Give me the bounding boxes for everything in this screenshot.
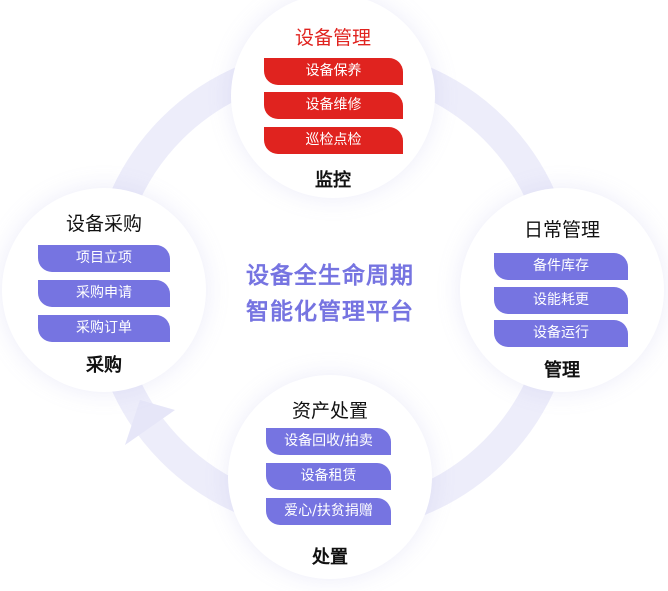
node-title: 日常管理	[523, 219, 600, 241]
node-title: 设备管理	[294, 27, 371, 49]
node-title: 设备采购	[65, 213, 142, 235]
item-energy[interactable]: 设能耗更	[494, 287, 628, 314]
node-label: 处置	[312, 547, 348, 568]
item-recycle-auction[interactable]: 设备回收/拍卖	[266, 428, 391, 455]
item-purchase-order[interactable]: 采购订单	[38, 315, 170, 342]
cycle-arrow-icon	[125, 400, 175, 445]
node-title: 资产处置	[291, 400, 368, 422]
item-operation[interactable]: 设备运行	[494, 320, 628, 347]
item-project[interactable]: 项目立项	[38, 245, 170, 272]
center-title-line-2: 智能化管理平台	[246, 299, 414, 325]
item-spare-parts[interactable]: 备件库存	[494, 253, 628, 280]
center-title-line-1: 设备全生命周期	[246, 263, 414, 289]
node-label: 监控	[315, 170, 351, 191]
node-equipment-management: 设备管理 设备保养 设备维修 巡检点检 监控	[231, 0, 435, 198]
item-purchase-request[interactable]: 采购申请	[38, 280, 170, 307]
item-lease[interactable]: 设备租赁	[266, 463, 391, 490]
node-procurement: 设备采购 项目立项 采购申请 采购订单 采购	[2, 188, 206, 392]
item-maintenance[interactable]: 设备保养	[264, 58, 403, 85]
node-label: 采购	[86, 355, 122, 376]
item-inspection[interactable]: 巡检点检	[264, 127, 403, 154]
node-daily-management: 日常管理 备件库存 设能耗更 设备运行 管理	[460, 188, 664, 392]
item-repair[interactable]: 设备维修	[264, 92, 403, 119]
node-label: 管理	[544, 360, 580, 381]
node-asset-disposal: 资产处置 设备回收/拍卖 设备租赁 爱心/扶贫捐赠 处置	[228, 375, 432, 579]
item-donation[interactable]: 爱心/扶贫捐赠	[266, 498, 391, 525]
